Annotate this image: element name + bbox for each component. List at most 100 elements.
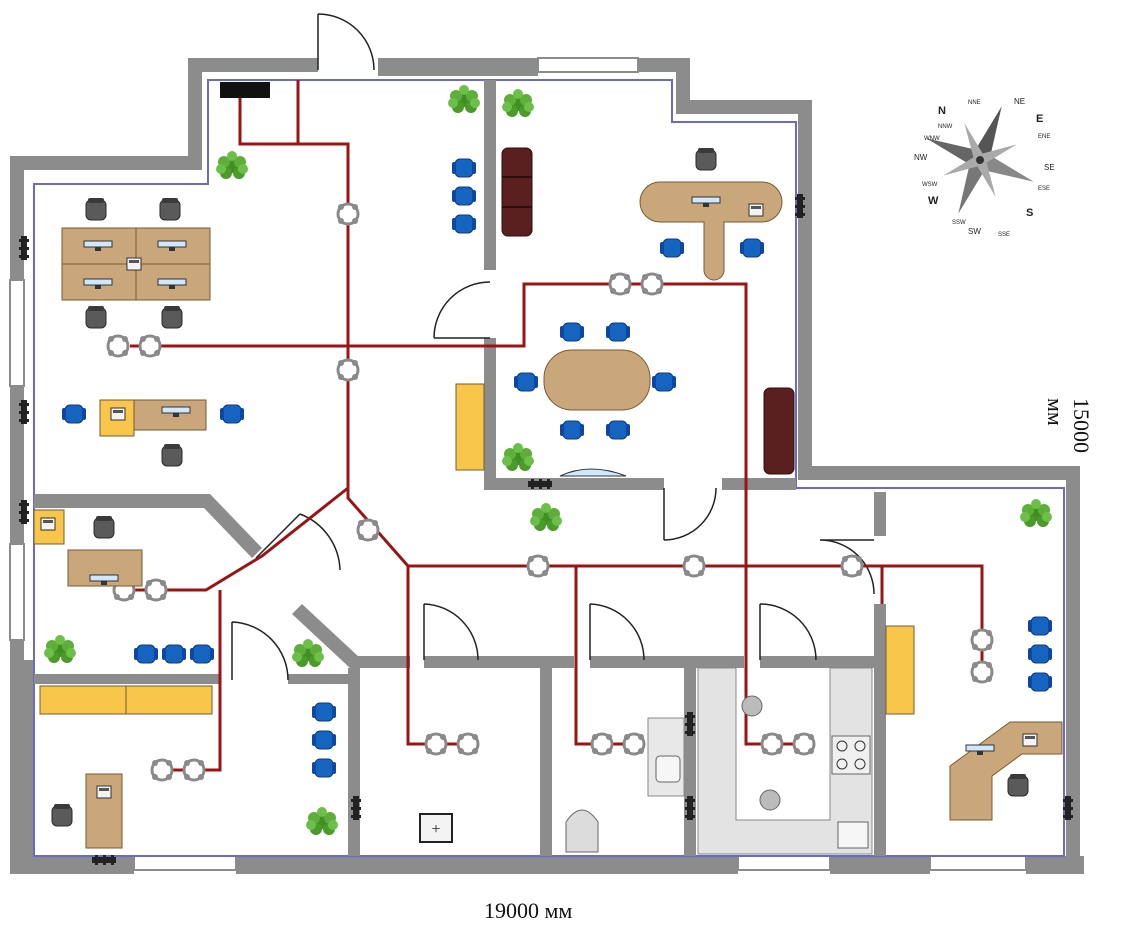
- telephone-icon: [1022, 733, 1038, 747]
- stove-icon: [831, 735, 871, 775]
- compass-n: N: [938, 105, 946, 117]
- plant-icon: [502, 443, 534, 471]
- plant-icon: [292, 639, 324, 667]
- visitor-chair-icon: [659, 238, 685, 258]
- visitor-chair-icon: [189, 644, 215, 664]
- telephone-icon: [40, 517, 56, 531]
- compass-ene: ENE: [1038, 134, 1050, 140]
- manager-desk: [639, 147, 783, 281]
- meeting-table: [455, 322, 795, 477]
- compass-wsw: WSW: [922, 182, 938, 188]
- plant-icon: [502, 89, 534, 117]
- plant-icon: [216, 151, 248, 179]
- office-chair-icon: [1007, 773, 1029, 797]
- office-chair-icon: [161, 305, 183, 329]
- plant-icon: [448, 85, 480, 113]
- meeting-chair-icon: [559, 420, 585, 440]
- radiator-icon: [685, 796, 695, 820]
- kitchen: [697, 667, 873, 855]
- radiator-icon: [19, 500, 29, 524]
- light-fixture-icon: [356, 518, 380, 542]
- visitor-chair-icon: [739, 238, 765, 258]
- compass-wnw: WNW: [924, 136, 940, 142]
- radiator-icon: [685, 712, 695, 736]
- visitor-chair-icon: [1027, 672, 1053, 692]
- wall-panel: [220, 82, 270, 98]
- radiator-icon: [795, 194, 805, 218]
- meeting-chair-icon: [559, 322, 585, 342]
- outer-walls: [9, 57, 1084, 874]
- office-chair-icon: [159, 197, 181, 221]
- electrical-wiring: [122, 80, 984, 772]
- compass-sw: SW: [968, 227, 981, 236]
- radiator-icon: [19, 236, 29, 260]
- light-fixture-icon: [760, 732, 784, 756]
- radiator-icon: [1063, 796, 1073, 820]
- svg-text:+: +: [431, 821, 440, 838]
- light-fixture-icon: [682, 554, 706, 578]
- visitor-chair-icon: [161, 644, 187, 664]
- telephone-icon: [96, 785, 112, 799]
- lounge-top: [451, 147, 533, 237]
- visitor-chair-icon: [311, 758, 337, 778]
- visitor-chair-icon: [311, 730, 337, 750]
- light-fixture-icon: [526, 554, 550, 578]
- radiator-icon: [92, 855, 116, 865]
- sink-icon: [655, 755, 681, 783]
- interior-outline: [33, 79, 1065, 857]
- compass-ne: NE: [1014, 97, 1025, 106]
- office-chair-icon: [51, 803, 73, 827]
- doors[interactable]: [231, 13, 875, 681]
- compass-nw: NW: [914, 153, 928, 162]
- compass-rose-icon: [926, 106, 1034, 214]
- light-fixture-icon: [144, 578, 168, 602]
- visitor-chair-icon: [311, 702, 337, 722]
- stool-icon: [741, 695, 763, 717]
- meeting-chair-icon: [605, 322, 631, 342]
- light-fixture-icon: [456, 732, 480, 756]
- height-dimension-label: 15000 мм: [1043, 398, 1094, 453]
- light-fixture-icon: [640, 272, 664, 296]
- office-right: [885, 616, 1063, 821]
- toilet-icon: [565, 809, 599, 853]
- compass-w: W: [928, 195, 939, 207]
- office-chair-icon: [85, 305, 107, 329]
- stool-icon: [759, 789, 781, 811]
- light-fixture-icon: [792, 732, 816, 756]
- light-fixture-icon: [622, 732, 646, 756]
- width-dimension-label: 19000 мм: [484, 898, 573, 923]
- visitor-chair-icon: [219, 404, 245, 424]
- compass-s: S: [1026, 207, 1033, 219]
- visitor-chair-icon: [451, 158, 477, 178]
- compass-e: E: [1036, 113, 1043, 125]
- light-fixture-icon: [182, 758, 206, 782]
- office-bottom-left: [39, 685, 337, 849]
- telephone-icon: [126, 257, 142, 271]
- radiator-icon: [19, 400, 29, 424]
- light-fixture-icon: [424, 732, 448, 756]
- desk-left-middle: [61, 399, 245, 467]
- light-fixture-icon: [138, 334, 162, 358]
- visitor-chair-icon: [451, 214, 477, 234]
- compass-nne: NNE: [968, 100, 981, 106]
- workstation-cluster: [61, 197, 211, 329]
- office-chair-icon: [695, 147, 717, 171]
- office-chair-icon: [85, 197, 107, 221]
- visitor-chair-icon: [451, 186, 477, 206]
- small-office-left: [33, 509, 215, 664]
- plant-icon: [44, 635, 76, 663]
- visitor-chair-icon: [133, 644, 159, 664]
- plant-icon: [306, 807, 338, 835]
- office-chair-icon: [93, 515, 115, 539]
- meeting-chair-icon: [513, 372, 539, 392]
- radiator-icon: [528, 479, 552, 489]
- light-fixture-icon: [150, 758, 174, 782]
- telephone-icon: [110, 407, 126, 421]
- wall-safe: +: [419, 813, 453, 843]
- compass-ssw: SSW: [952, 220, 966, 226]
- plant-icon: [1020, 499, 1052, 527]
- visitor-chair-icon: [61, 404, 87, 424]
- light-fixture-icon: [970, 660, 994, 684]
- light-fixture-icon: [608, 272, 632, 296]
